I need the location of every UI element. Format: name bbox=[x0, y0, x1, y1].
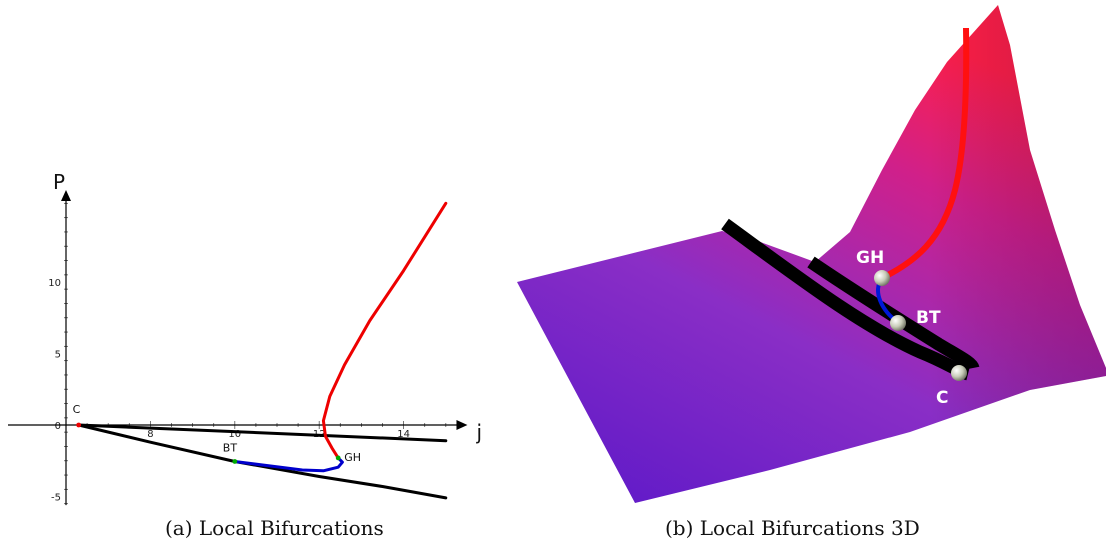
bt-point bbox=[890, 315, 906, 331]
fold-curve-inner bbox=[807, 256, 980, 371]
point-label-gh: GH bbox=[344, 451, 361, 464]
y-tick-label: 10 bbox=[48, 278, 61, 289]
y-axis-label: P bbox=[53, 170, 65, 194]
point-c bbox=[76, 422, 82, 428]
series-group bbox=[77, 201, 448, 500]
gh-label-3d: GH bbox=[856, 248, 884, 268]
x-tick-label: 10 bbox=[228, 429, 241, 440]
point-gh bbox=[335, 455, 341, 461]
gh-point bbox=[874, 270, 890, 286]
y-axis-arrow bbox=[61, 190, 71, 202]
surface-shade bbox=[517, 5, 1106, 503]
x-tick-label: 8 bbox=[147, 429, 153, 440]
point-label-bt: BT bbox=[223, 441, 238, 454]
hopf-curve-red bbox=[880, 27, 970, 281]
point-label-c: C bbox=[73, 403, 81, 416]
series-line-0 bbox=[77, 423, 448, 443]
c-point bbox=[951, 365, 967, 381]
x-tick-label: 14 bbox=[397, 429, 410, 440]
caption-a: (a) Local Bifurcations bbox=[165, 516, 384, 540]
special-points: C BT GH bbox=[73, 403, 361, 464]
point-bt bbox=[232, 459, 238, 464]
y-tick-label: -5 bbox=[51, 493, 61, 504]
axes bbox=[8, 190, 468, 506]
y-tick-label: 5 bbox=[55, 350, 61, 361]
x-axis-label: j bbox=[475, 420, 482, 444]
bt-label-3d: BT bbox=[916, 308, 941, 328]
caption-b: (b) Local Bifurcations 3D bbox=[665, 516, 920, 540]
y-tick-label: 0 bbox=[55, 421, 61, 432]
c-label-3d: C bbox=[936, 388, 948, 408]
fold-curve-outer bbox=[721, 218, 971, 381]
series-line-2 bbox=[233, 456, 344, 473]
bifurcation-plot-3d: GH BT C bbox=[517, 5, 1106, 503]
series-line-1 bbox=[77, 423, 448, 500]
series-line-3 bbox=[321, 201, 448, 460]
x-axis-arrow bbox=[456, 420, 468, 430]
